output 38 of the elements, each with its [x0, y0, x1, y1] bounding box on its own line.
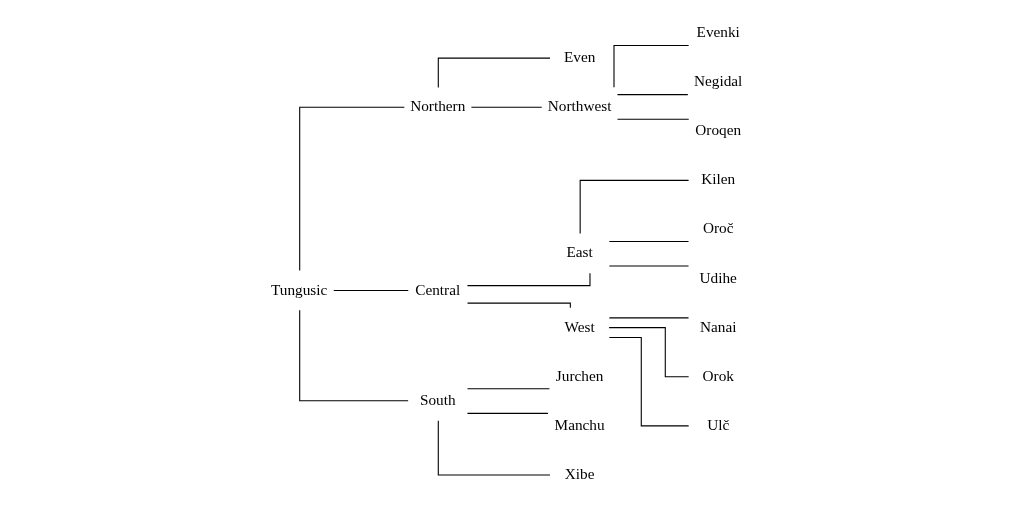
node-text: Evenki [696, 22, 740, 40]
connector [466, 412, 548, 414]
node-text: Manchu [554, 415, 605, 433]
connector [616, 118, 689, 120]
node-text: Udihe [699, 268, 737, 286]
connector [470, 106, 542, 108]
connector [612, 44, 689, 88]
node-text: Xibe [564, 464, 594, 482]
node-text: Jurchen [555, 366, 603, 384]
node-text: Ulč [706, 415, 729, 433]
node-text: Nanai [699, 317, 736, 335]
connector [437, 57, 551, 88]
connector [298, 309, 409, 401]
node-text: Tungusic [270, 280, 327, 298]
connector [608, 336, 689, 426]
connector [616, 93, 688, 95]
node-text: West [564, 317, 595, 335]
connector [298, 106, 405, 271]
node-text: Oroč [702, 218, 733, 236]
connector [437, 419, 551, 476]
node-text: Negidal [693, 71, 742, 89]
node-text: Even [563, 47, 595, 65]
connector [332, 289, 409, 291]
connector [466, 272, 591, 286]
connector [579, 179, 689, 234]
node-text: Kilen [700, 169, 735, 187]
node-text: Oroqen [694, 120, 741, 138]
connector [608, 316, 689, 318]
connector [466, 387, 550, 389]
connector [608, 326, 689, 377]
node-text: Orok [702, 366, 734, 384]
node-text: East [565, 242, 593, 260]
connector [608, 240, 689, 242]
connector [466, 302, 571, 308]
node-text: Central [414, 280, 460, 298]
node-text: South [419, 390, 456, 408]
node-text: Northwest [547, 96, 611, 114]
node-text: Northern [409, 96, 465, 114]
